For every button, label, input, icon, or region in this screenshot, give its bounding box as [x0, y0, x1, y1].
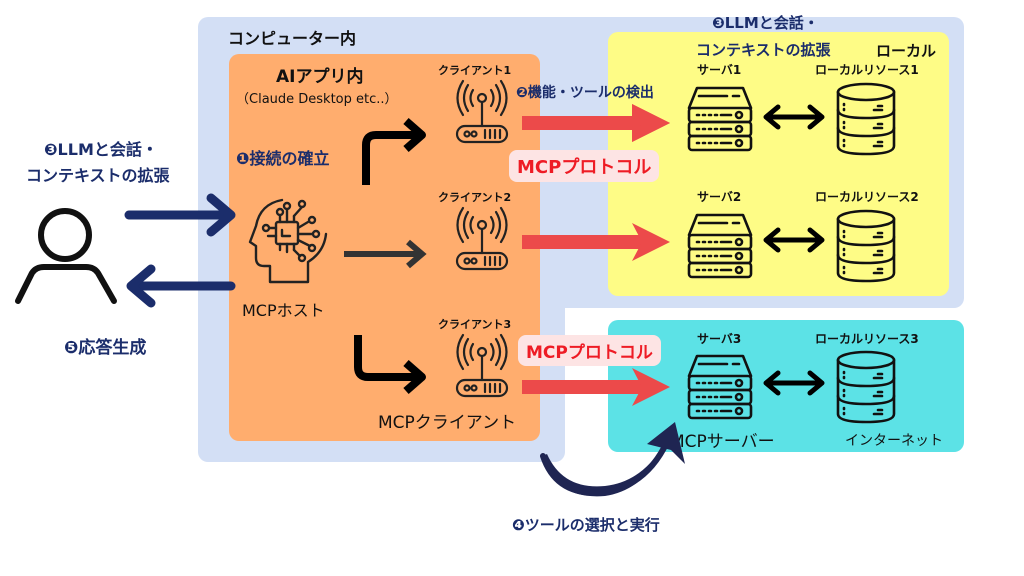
server-icon-1 [687, 86, 753, 152]
protocol-label-2: MCPプロトコル [518, 335, 661, 366]
protocol-arrow-1 [522, 104, 670, 142]
host-label: MCPホスト [242, 301, 325, 320]
host-client-arrows [344, 117, 427, 395]
resource1-label: ローカルリソース1 [815, 63, 919, 77]
mcp-server-label: MCPサーバー [670, 432, 775, 452]
arrow-to-client1 [362, 117, 426, 185]
app-subtitle: （Claude Desktop etc..） [236, 92, 398, 107]
client1-label: クライアント1 [438, 64, 512, 77]
step3-label-left-line1: ❸LLMと会話・ [44, 140, 158, 159]
server2-label: サーバ2 [697, 190, 742, 204]
computer-label: コンピューター内 [228, 29, 357, 48]
protocol-arrow-2 [522, 223, 670, 261]
protocol-arrows [522, 104, 670, 406]
server-icon-2 [687, 213, 753, 279]
step5-label: ❺応答生成 [64, 338, 147, 358]
double-arrow-1 [763, 104, 825, 130]
resource2-label: ローカルリソース2 [815, 190, 919, 204]
server-resource-arrows [763, 104, 825, 396]
server1-label: サーバ1 [697, 63, 742, 77]
ai-head-icon [248, 198, 328, 284]
server-icon-3 [687, 354, 753, 420]
double-arrow-3 [763, 370, 825, 396]
step3-label-right-line2: コンテキストの拡張 [696, 41, 831, 59]
double-arrow-2 [763, 227, 825, 253]
step1-label: ❶接続の確立 [236, 149, 330, 168]
step2-label: ❷機能・ツールの検出 [516, 85, 654, 101]
router-icon-client3 [455, 333, 509, 398]
arrow-to-host [124, 193, 236, 237]
client2-label: クライアント2 [438, 191, 512, 204]
user-host-arrows [124, 193, 236, 308]
database-icon-2 [836, 209, 896, 283]
arrow-to-client2 [344, 239, 427, 269]
user-icon [15, 208, 117, 304]
protocol-label-1: MCPプロトコル [509, 150, 660, 182]
step3-label-right-line1: ❸LLMと会話・ [712, 14, 819, 32]
step3-label-left-line2: コンテキストの拡張 [26, 166, 170, 185]
arrow-to-user [126, 264, 236, 308]
server3-label: サーバ3 [697, 332, 742, 346]
router-icon-client1 [455, 79, 509, 144]
database-icon-3 [836, 350, 896, 424]
protocol-arrow-3 [522, 368, 670, 406]
step4-label: ❹ツールの選択と実行 [512, 516, 660, 534]
arrow-to-client3 [354, 335, 426, 395]
tool-execution-arrow [540, 422, 685, 497]
database-icon-1 [836, 82, 896, 156]
resource3-label: ローカルリソース3 [815, 332, 919, 346]
mcp-client-label: MCPクライアント [378, 413, 517, 433]
router-icon-client2 [455, 206, 509, 271]
internet-label: インターネット [845, 433, 943, 449]
client3-label: クライアント3 [438, 318, 512, 331]
local-label: ローカル [876, 42, 937, 60]
app-title: AIアプリ内 [276, 67, 364, 87]
